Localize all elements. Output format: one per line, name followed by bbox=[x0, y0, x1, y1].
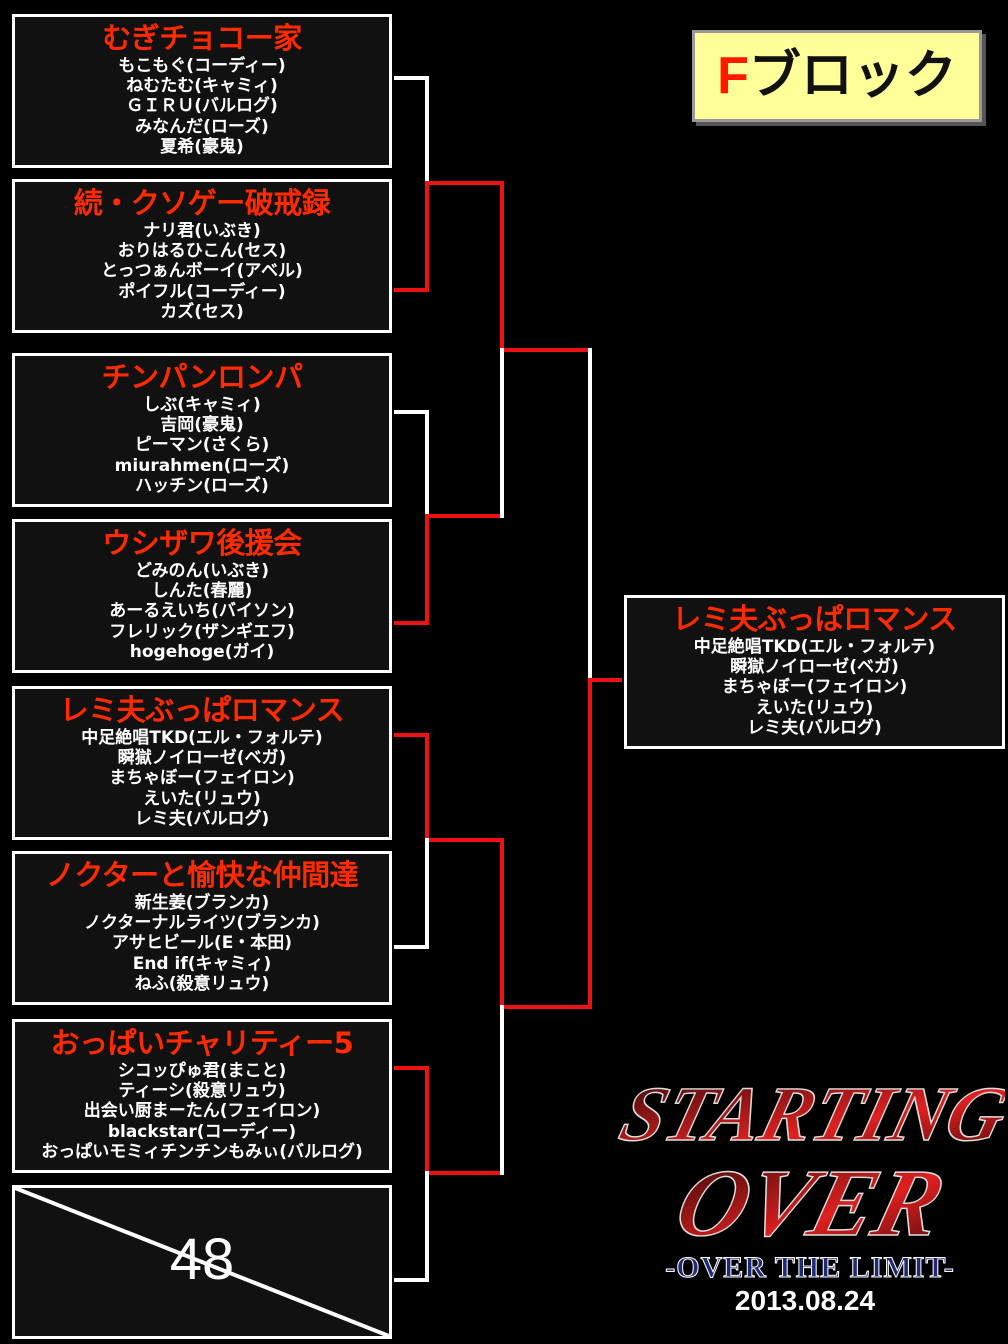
team-member: おっぱいモミィチンチンもみぃ(バルログ) bbox=[41, 1141, 363, 1162]
team-member: 夏希(豪鬼) bbox=[160, 136, 244, 157]
team-card: むぎチョコー家 もこもぐ(コーディー) ねむたむ(キャミィ) ＧＩＲＵ(バルログ… bbox=[10, 12, 394, 170]
team-member: 中足絶唱TKD(エル・フォルテ) bbox=[81, 728, 323, 748]
team-member: フレリック(ザンギエフ) bbox=[109, 621, 295, 642]
team-name: むぎチョコー家 bbox=[102, 21, 302, 55]
team-member: hogehoge(ガイ) bbox=[129, 641, 275, 662]
svg-text:STARTING: STARTING bbox=[615, 1071, 1005, 1157]
team-name: おっぱいチャリティー5 bbox=[50, 1026, 354, 1060]
event-date: 2013.08.24 bbox=[734, 1285, 876, 1316]
team-member: レミ夫(バルログ) bbox=[747, 717, 882, 738]
block-letter: F bbox=[717, 47, 749, 105]
block-label: Fブロック bbox=[692, 30, 982, 122]
team-name: ノクターと愉快な仲間達 bbox=[45, 858, 359, 892]
team-member: アサヒビール(E・本田) bbox=[111, 933, 293, 954]
logo-graphic: STARTING OVER bbox=[615, 1070, 1005, 1255]
team-member: ノクターナルライツ(ブランカ) bbox=[84, 913, 320, 934]
team-member: ねふ(殺意リュウ) bbox=[134, 973, 270, 994]
team-member: とっつぁんボーイ(アベル) bbox=[101, 261, 303, 282]
team-name: レミ夫ぶっぱロマンス bbox=[59, 693, 345, 727]
bye-diagonal-line bbox=[15, 1188, 389, 1336]
team-member: ポイフル(コーディー) bbox=[118, 281, 286, 302]
team-member: ピーマン(さくら) bbox=[134, 435, 270, 456]
team-card: 続・クソゲー破戒録 ナリ君(いぶき) おりはるひこん(セス) とっつぁんボーイ(… bbox=[10, 177, 394, 335]
team-card: レミ夫ぶっぱロマンス 中足絶唱TKD(エル・フォルテ) 瞬獄ノイローゼ(ベガ) … bbox=[10, 684, 394, 842]
team-member: あーるえいち(バイソン) bbox=[109, 601, 295, 622]
team-name: 続・クソゲー破戒録 bbox=[73, 186, 331, 220]
team-member: レミ夫(バルログ) bbox=[134, 808, 270, 829]
team-member: ナリ君(いぶき) bbox=[143, 221, 261, 241]
logo-subtitle: -OVER THE LIMIT- bbox=[665, 1251, 955, 1285]
team-member: End if(キャミィ) bbox=[132, 953, 272, 974]
team-member: シコッぴゅ君(まこと) bbox=[117, 1061, 287, 1081]
team-member: えいた(リュウ) bbox=[755, 697, 874, 718]
team-member: どみのん(いぶき) bbox=[134, 561, 270, 581]
team-card: ウシザワ後援会 どみのん(いぶき) しんた(春麗) あーるえいち(バイソン) フ… bbox=[10, 517, 394, 675]
team-member: えいた(リュウ) bbox=[143, 788, 261, 809]
team-member: しんた(春麗) bbox=[151, 581, 253, 602]
team-member: おりはるひこん(セス) bbox=[117, 241, 287, 262]
team-member: 吉岡(豪鬼) bbox=[160, 415, 244, 436]
team-member: しぶ(キャミィ) bbox=[143, 395, 261, 415]
team-member: blackstar(コーディー) bbox=[107, 1121, 297, 1142]
team-card: チンパンロンパ しぶ(キャミィ) 吉岡(豪鬼) ピーマン(さくら) miurah… bbox=[10, 351, 394, 509]
team-member: ハッチン(ローズ) bbox=[135, 475, 269, 496]
team-member: ねむたむ(キャミィ) bbox=[126, 76, 278, 97]
team-member: みなんだ(ローズ) bbox=[135, 116, 269, 137]
team-member: もこもぐ(コーディー) bbox=[118, 56, 286, 76]
team-member: カズ(セス) bbox=[160, 301, 244, 322]
event-logo: STARTING OVER -OVER THE LIMIT- bbox=[615, 1055, 1005, 1295]
team-member: 新生姜(ブランカ) bbox=[134, 893, 270, 913]
team-card: おっぱいチャリティー5 シコッぴゅ君(まこと) ティーシ(殺意リュウ) 出会い厨… bbox=[10, 1017, 394, 1175]
team-name: チンパンロンパ bbox=[101, 360, 303, 394]
team-member: 中足絶唱TKD(エル・フォルテ) bbox=[693, 637, 936, 657]
svg-text:OVER: OVER bbox=[665, 1151, 955, 1255]
winner-team-name: レミ夫ぶっぱロマンス bbox=[672, 602, 957, 636]
team-member: 瞬獄ノイローゼ(ベガ) bbox=[117, 748, 287, 769]
bye-seed-number: 48 bbox=[169, 1227, 235, 1292]
team-card: ノクターと愉快な仲間達 新生姜(ブランカ) ノクターナルライツ(ブランカ) アサ… bbox=[10, 849, 394, 1007]
winner-card: レミ夫ぶっぱロマンス 中足絶唱TKD(エル・フォルテ) 瞬獄ノイローゼ(ベガ) … bbox=[622, 593, 1007, 751]
team-member: ティーシ(殺意リュウ) bbox=[118, 1081, 286, 1102]
team-member: 瞬獄ノイローゼ(ベガ) bbox=[730, 657, 899, 678]
team-member: miurahmen(ローズ) bbox=[114, 455, 290, 476]
team-member: まちゃぼー(フェイロン) bbox=[109, 768, 295, 789]
team-name: ウシザワ後援会 bbox=[102, 526, 302, 560]
team-member: まちゃぼー(フェイロン) bbox=[721, 677, 908, 698]
team-member: ＧＩＲＵ(バルログ) bbox=[126, 96, 278, 117]
team-member: 出会い厨まーたん(フェイロン) bbox=[83, 1101, 321, 1122]
block-text: ブロック bbox=[748, 47, 957, 105]
bye-slot: 48 bbox=[10, 1183, 394, 1341]
